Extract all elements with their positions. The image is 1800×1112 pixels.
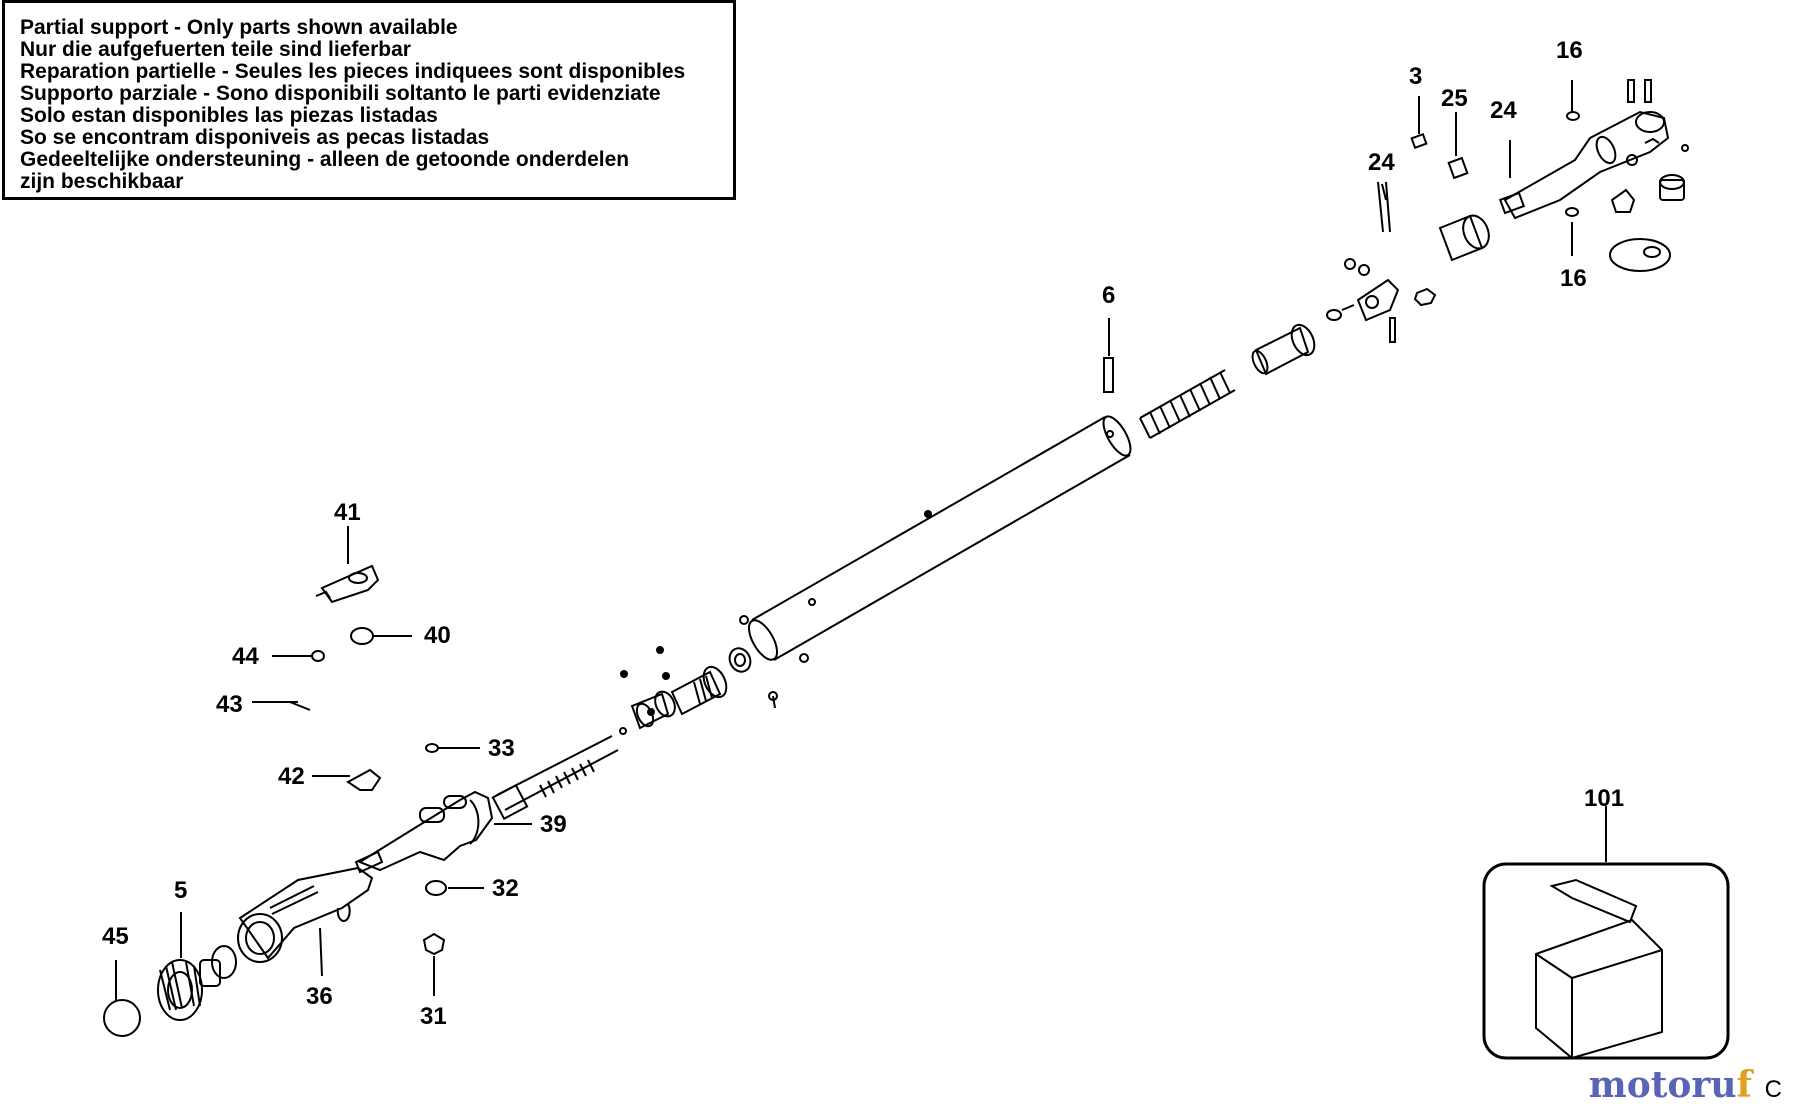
- callout-24: 24: [1490, 97, 1517, 124]
- notice-line: Solo estan disponibles las piezas listad…: [20, 104, 438, 127]
- collar-ring: [630, 690, 676, 730]
- part-41: [315, 526, 380, 604]
- collar: [1251, 323, 1316, 376]
- end-knob-5: [157, 912, 237, 1021]
- callout-33: 33: [488, 735, 515, 762]
- callout-41: 41: [334, 499, 361, 526]
- notice-line: Nur die aufgefuerten teile sind lieferba…: [20, 38, 411, 61]
- callout-31: 31: [420, 1003, 447, 1030]
- callout-36: 36: [306, 983, 333, 1010]
- washer: [728, 647, 752, 673]
- ratchet-head: [1498, 79, 1689, 272]
- notice-line: Gedeeltelijke ondersteuning - alleen de …: [20, 148, 630, 171]
- end-cap-45: [103, 960, 141, 1037]
- watermark-main: motoru: [1588, 1064, 1737, 1106]
- callout-16: 16: [1556, 37, 1583, 64]
- part-33: [425, 743, 480, 753]
- corner-mark: C: [1764, 1076, 1782, 1103]
- callout-101: 101: [1584, 785, 1624, 812]
- head-assembly: [1326, 181, 1437, 343]
- callout-6: 6: [1102, 282, 1115, 309]
- part-44: [272, 650, 325, 662]
- watermark-alt: f: [1736, 1064, 1753, 1106]
- kit-box-101: [1482, 806, 1730, 1060]
- notice-line: Supporto parziale - Sono disponibili sol…: [20, 82, 661, 105]
- part-42: [312, 768, 382, 791]
- callout-43: 43: [216, 691, 243, 718]
- watermark-logo: motoruf: [1589, 1064, 1752, 1106]
- sleeve-25: [1447, 112, 1469, 180]
- pin-6: [1103, 318, 1114, 393]
- partial-support-notice: Partial support - Only parts shown avail…: [2, 0, 736, 200]
- callout-45: 45: [102, 923, 129, 950]
- callout-3: 3: [1409, 63, 1422, 90]
- callout-39: 39: [540, 811, 567, 838]
- spring: [1139, 369, 1236, 439]
- part-40: [350, 627, 412, 645]
- threaded-shaft: [491, 727, 627, 821]
- callout-16: 16: [1560, 265, 1587, 292]
- small-screws: [620, 615, 809, 709]
- main-tube: [748, 415, 1132, 661]
- part-43: [252, 701, 311, 711]
- part-31: [422, 932, 446, 996]
- callout-25: 25: [1441, 85, 1468, 112]
- callout-24: 24: [1368, 149, 1395, 176]
- pin-3: [1410, 96, 1428, 150]
- callout-40: 40: [424, 622, 451, 649]
- part-32: [425, 880, 484, 896]
- clutch-sleeve: [670, 665, 728, 716]
- callout-44: 44: [232, 643, 259, 670]
- notice-line: zijn beschikbaar: [20, 170, 184, 193]
- notice-line: So se encontram disponiveis as pecas lis…: [20, 126, 490, 149]
- callout-42: 42: [278, 763, 305, 790]
- notice-line: Partial support - Only parts shown avail…: [20, 16, 458, 39]
- callout-labels: 3 25 24 24 16 16 6 41 40 44 43 33 42 39 …: [102, 37, 1624, 1030]
- notice-line: Reparation partielle - Seules les pieces…: [20, 60, 686, 83]
- callout-32: 32: [492, 875, 519, 902]
- bushing: [1438, 214, 1490, 262]
- housing-39: [354, 790, 494, 874]
- callout-5: 5: [174, 877, 187, 904]
- handle-grip-36: [237, 866, 374, 977]
